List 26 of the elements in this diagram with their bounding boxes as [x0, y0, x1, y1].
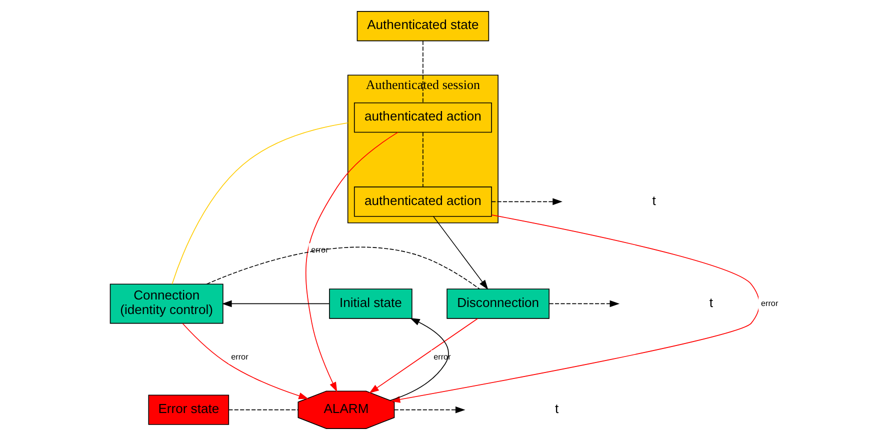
- arrow: [182, 323, 308, 400]
- arrow: [221, 300, 330, 308]
- label: t: [554, 400, 558, 416]
- node-box: Authenticated state: [356, 11, 489, 42]
- label: t: [708, 294, 712, 310]
- connector: [228, 409, 298, 410]
- connector: [171, 122, 348, 284]
- node-box: authenticated action: [353, 102, 492, 133]
- arrow: [432, 216, 488, 290]
- edge-label: error: [230, 352, 248, 362]
- connector: [422, 40, 423, 104]
- connector: [422, 132, 423, 188]
- node-box: authenticated action: [353, 186, 492, 217]
- node-box: Initial state: [328, 288, 412, 319]
- edge-label: error: [760, 299, 778, 308]
- arrow: [389, 318, 448, 401]
- arrow: [548, 300, 620, 308]
- connector: [206, 246, 480, 290]
- arrow: [393, 406, 465, 414]
- arrow: [368, 318, 478, 394]
- arrow: [304, 132, 398, 392]
- node-box: Disconnection: [446, 288, 549, 319]
- node-box: Error state: [148, 394, 229, 425]
- label: t: [652, 192, 656, 208]
- node-box: Connection (identity control): [109, 284, 223, 324]
- arrow: [490, 198, 562, 206]
